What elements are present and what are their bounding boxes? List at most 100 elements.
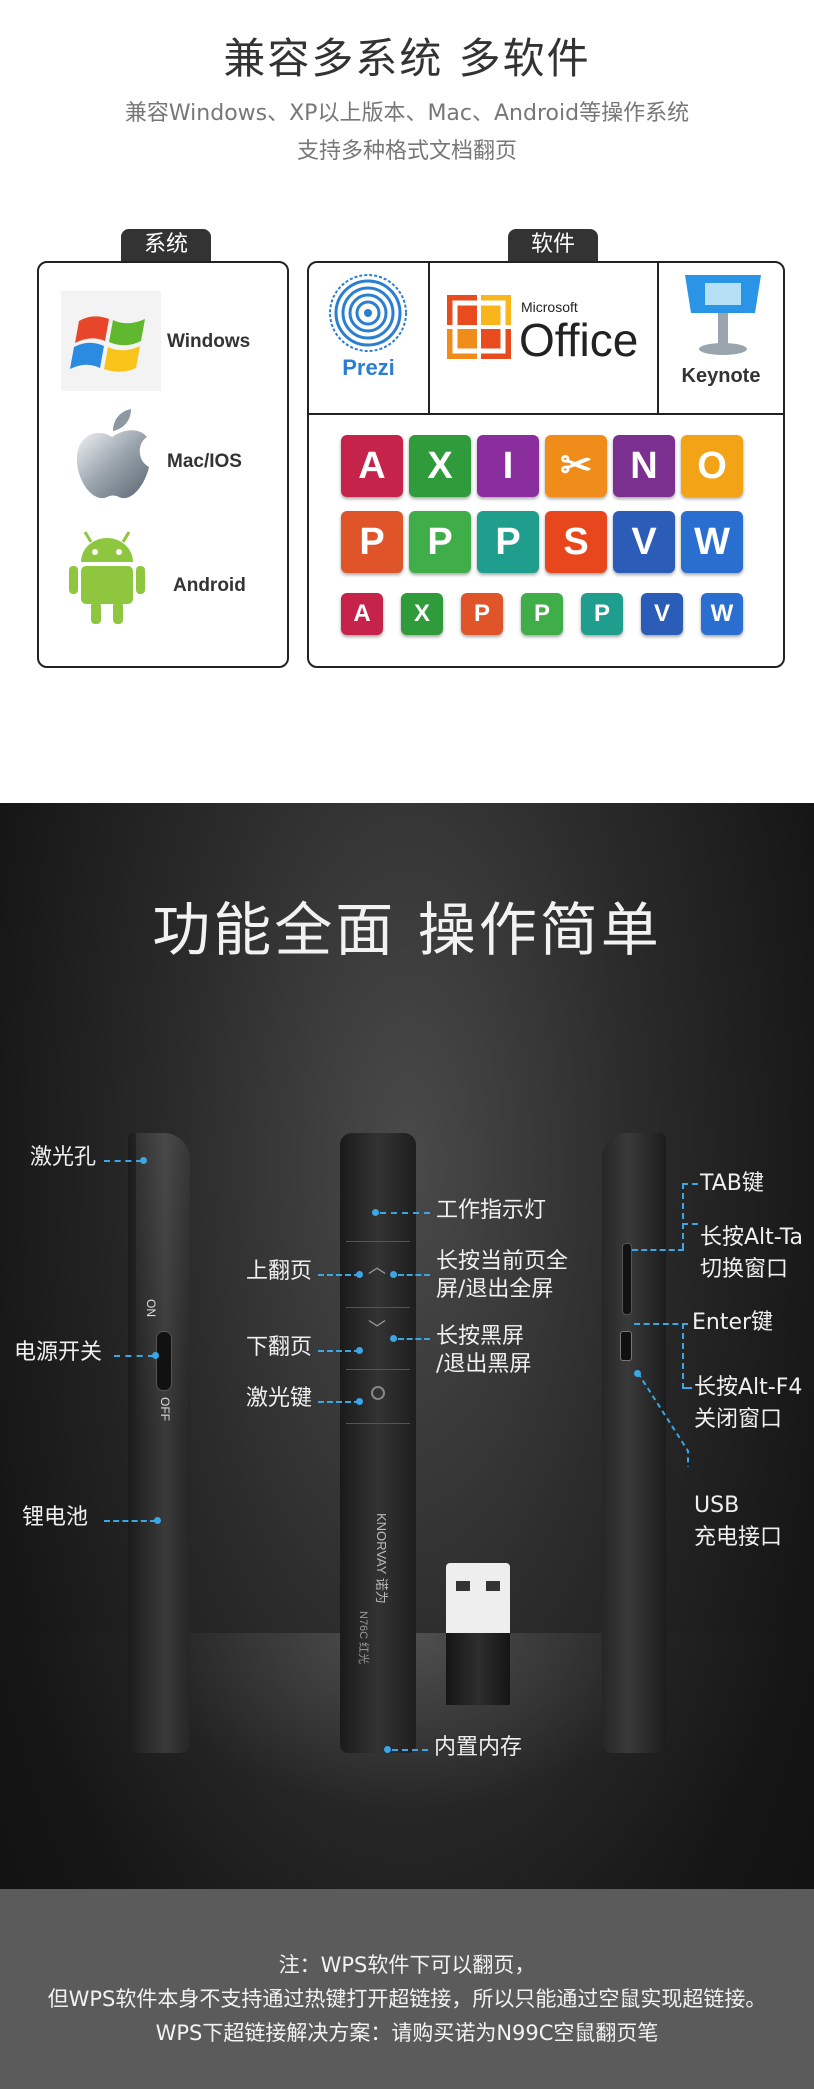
excel-icon: X	[409, 435, 471, 497]
label-power-switch: 电源开关	[14, 1340, 103, 1365]
powerpoint-file-icon: P	[461, 593, 503, 635]
label-battery: 锂电池	[22, 1505, 89, 1530]
microsoft-label: Microsoft	[521, 299, 578, 315]
dot-page-up	[356, 1271, 363, 1278]
usb-dongle-body	[446, 1633, 510, 1705]
access-icon: A	[341, 435, 403, 497]
label-alt-f4-1: 长按Alt-F4	[694, 1375, 803, 1400]
line-tab-h	[682, 1183, 698, 1185]
label-alt-f4-2: 关闭窗口	[694, 1407, 783, 1432]
label-usb-2: 充电接口	[694, 1525, 783, 1550]
label-laser-key: 激光键	[246, 1386, 313, 1411]
software-box: Prezi Microsoft Office Keynote A	[307, 261, 785, 668]
line-fullscreen	[398, 1274, 430, 1276]
dot-power-switch	[152, 1352, 159, 1359]
note-line-1: 注：WPS软件下可以翻页，	[278, 1953, 536, 1977]
label-indicator: 工作指示灯	[436, 1198, 547, 1223]
visio-file-icon: V	[641, 593, 683, 635]
compat-subtitle-1: 兼容Windows、XP以上版本、Mac、Android等操作系统	[124, 101, 690, 126]
button-divider-3	[346, 1369, 410, 1370]
dot-laser-hole	[140, 1157, 147, 1164]
excel-file-icon: X	[401, 593, 443, 635]
label-fullscreen-2: 屏/退出全屏	[436, 1277, 554, 1302]
line-indicator	[380, 1212, 430, 1214]
compat-title: 兼容多系统 多软件	[223, 34, 591, 83]
dot-page-down	[356, 1347, 363, 1354]
button-divider-1	[346, 1241, 410, 1242]
android-logo-icon	[67, 528, 147, 628]
switch-off-label: OFF	[158, 1397, 172, 1421]
line-alt-tab	[682, 1223, 698, 1225]
features-section: 功能全面 操作简单 ON OFF 激光孔 电源开关 锂电池 ︿ ﹀ KNORVA…	[0, 803, 814, 2089]
publisher-icon: P	[477, 511, 539, 573]
presenter-front	[340, 1133, 416, 1753]
software-divider-v1	[428, 263, 430, 413]
line-laser-hole	[104, 1160, 142, 1162]
note-line-3: WPS下超链接解决方案：请购买诺为N99C空鼠翻页笔	[155, 2021, 659, 2045]
dot-fullscreen	[390, 1271, 397, 1278]
onenote-icon: N	[613, 435, 675, 497]
label-laser-hole: 激光孔	[30, 1145, 97, 1170]
label-page-up: 上翻页	[246, 1259, 313, 1284]
infopath-icon: I	[477, 435, 539, 497]
page-down-chevron-icon: ﹀	[368, 1319, 386, 1340]
usb-plug-hole-2	[486, 1581, 500, 1591]
access-file-icon: A	[341, 593, 383, 635]
model-text: N76C 红光	[357, 1611, 369, 1665]
tools-icon: ✂	[545, 435, 607, 497]
sharepoint-icon: S	[545, 511, 607, 573]
systems-tab: 系统	[121, 229, 211, 261]
prezi-label: Prezi	[342, 355, 395, 380]
dot-indicator	[372, 1209, 379, 1216]
system-label-mac: Mac/IOS	[167, 451, 242, 472]
label-page-down: 下翻页	[246, 1335, 313, 1360]
label-alt-tab-1: 长按Alt-Ta	[700, 1225, 803, 1250]
prezi-logo-icon	[323, 273, 413, 355]
note-line-2: 但WPS软件本身不支持通过热键打开超链接，所以只能通过空鼠实现超链接。	[47, 1987, 767, 2011]
dot-memory	[384, 1746, 391, 1753]
line-page-up	[318, 1274, 360, 1276]
windows-logo-icon	[61, 291, 161, 391]
brand-text: KNORVAY 诺为	[374, 1513, 389, 1604]
line-blackscreen	[398, 1338, 430, 1340]
button-divider-2	[346, 1307, 410, 1308]
button-divider-4	[346, 1423, 410, 1424]
usb-plug-hole-1	[456, 1581, 470, 1591]
footer-note-panel	[0, 1889, 814, 2089]
software-tab: 软件	[508, 229, 598, 261]
presenter-side-left	[128, 1133, 190, 1753]
software-divider-h	[309, 413, 783, 415]
office-label: Office	[519, 314, 639, 366]
outlook-icon: O	[681, 435, 743, 497]
office-logo-icon	[443, 291, 515, 363]
line-usb	[637, 1372, 689, 1467]
line-battery	[104, 1520, 156, 1522]
label-enter: Enter键	[692, 1310, 774, 1335]
line-tab-v	[682, 1183, 684, 1249]
dot-blackscreen	[390, 1335, 397, 1342]
line-page-down	[318, 1350, 360, 1352]
line-power-switch	[114, 1355, 154, 1357]
line-alt-f4-h	[682, 1387, 692, 1389]
software-divider-v2	[657, 263, 659, 413]
visio-icon: V	[613, 511, 675, 573]
line-memory	[392, 1749, 428, 1751]
features-title: 功能全面 操作简单	[152, 896, 662, 964]
dot-laser-key	[356, 1398, 363, 1405]
label-memory: 内置内存	[434, 1735, 523, 1760]
presenter-side-right	[602, 1133, 666, 1753]
project-icon: P	[409, 511, 471, 573]
line-alt-f4-v	[682, 1323, 684, 1389]
dot-battery	[154, 1517, 161, 1524]
line-tab-link	[632, 1249, 684, 1251]
label-blackscreen-2: /退出黑屏	[436, 1352, 532, 1377]
usb-dongle-plug	[446, 1563, 510, 1633]
power-switch	[156, 1331, 172, 1391]
system-label-android: Android	[173, 575, 246, 596]
compat-subtitle-2: 支持多种格式文档翻页	[296, 139, 517, 164]
keynote-logo-icon	[675, 269, 771, 359]
system-label-windows: Windows	[167, 331, 251, 352]
publisher-file-icon: P	[581, 593, 623, 635]
label-usb-1: USB	[694, 1493, 740, 1518]
line-laser-key	[318, 1401, 360, 1403]
